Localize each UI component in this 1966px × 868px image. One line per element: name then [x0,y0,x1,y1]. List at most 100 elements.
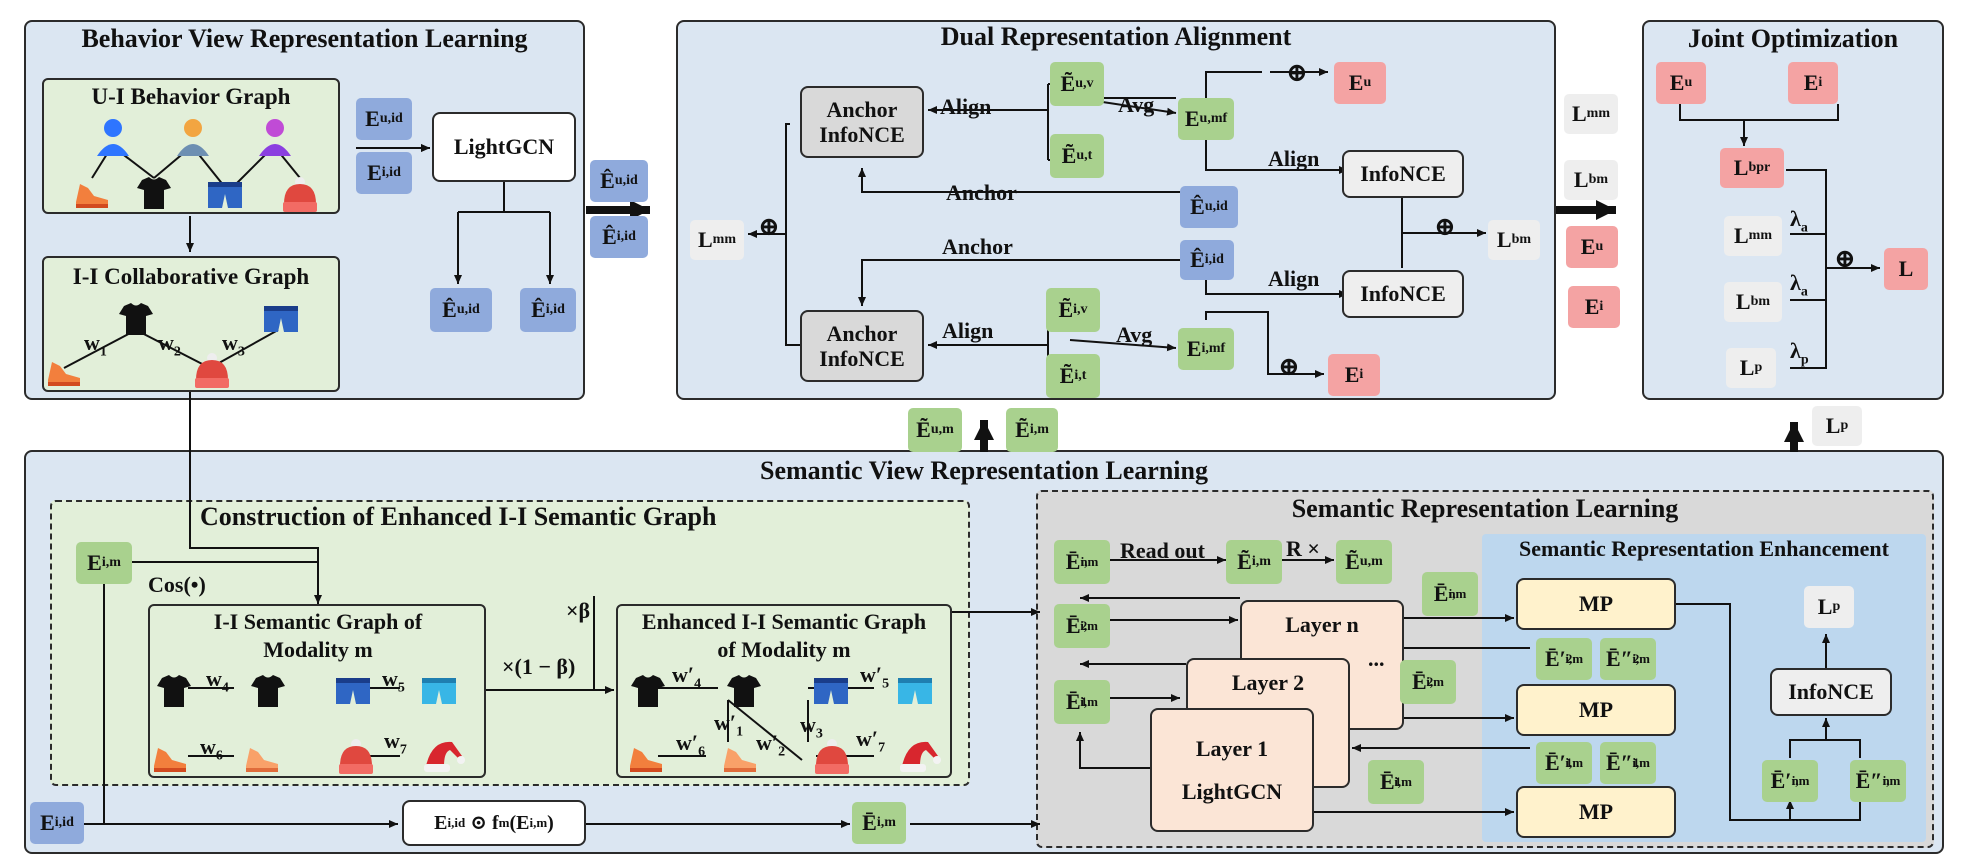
collab-weight-w2: w2 [158,330,181,360]
ssg-weight-w4: w4 [206,666,229,696]
label-ellipsis: ... [1368,646,1385,671]
esg-weight-w7p: w′7 [856,726,886,756]
lambda-a-2: λa [1790,270,1808,300]
oplus-dual-left: ⊕ [758,212,780,241]
ssg-box [148,604,486,778]
shorts-icon [336,678,370,704]
label-times-one-minus-beta: ×(1 − β) [502,654,576,679]
esg-weight-w2p: w′2 [756,730,786,760]
beanie-icon [815,739,849,774]
esg-weight-w1p: w′1 [714,710,744,740]
lightgcn-box: LightGCN [432,112,576,182]
panel-title-dual: Dual Representation Alignment [940,22,1292,51]
tshirt-icon [727,675,761,707]
ssg-weight-w6: w6 [200,734,223,764]
santa-hat-icon [900,741,941,772]
oplus-bottom-right: ⊕ [1278,352,1300,381]
label-read-out: Read out [1120,538,1205,563]
collab-weight-w3: w3 [222,330,245,360]
sneaker-icon [724,748,756,772]
oplus-joint: ⊕ [1834,244,1856,273]
ui-behavior-graph-title: U-I Behavior Graph [91,84,291,109]
panel-title-joint: Joint Optimization [1687,24,1899,53]
tshirt-icon [251,675,285,707]
label-align-infonce-top: Align [1268,146,1320,171]
santa-hat-icon [424,741,465,772]
anchor-infonce-bottom: Anchor InfoNCE [800,310,924,382]
sneaker-icon [246,748,278,772]
label-align-bottom: Align [942,318,994,343]
esg-weight-w4p: w′4 [672,662,702,692]
label-align-top: Align [940,94,992,119]
mp-box-bottom: MP [1516,786,1676,838]
swim-shorts-icon [422,678,456,704]
user-orange-icon [177,119,209,156]
sneaker-icon [76,184,108,208]
beanie-icon [339,739,373,774]
infonce-sre: InfoNCE [1770,668,1892,716]
shorts-icon [208,182,242,208]
label-avg-bottom: Avg [1116,322,1153,347]
esg-weight-w5p: w′5 [860,662,890,692]
sneaker-icon [48,362,80,386]
esg-box [616,604,952,778]
label-avg-top: Avg [1118,92,1155,117]
tshirt-icon [157,675,191,707]
ssg-weight-w5: w5 [382,666,405,696]
esg-title: Enhanced I-I Semantic Graph of Modality … [641,609,927,662]
tshirt-icon [119,303,153,335]
token-l-total: L [1884,248,1928,290]
lambda-p: λp [1790,338,1809,368]
sneaker-icon [630,748,662,772]
sneaker-icon [154,748,186,772]
ssg-weight-w7: w7 [384,728,407,758]
ii-collab-graph-title: I-I Collaborative Graph [72,264,310,289]
panel-title-semantic: Semantic View Representation Learning [760,456,1208,485]
collab-weight-w1: w1 [84,330,107,360]
oplus-top-right: ⊕ [1286,58,1308,87]
mp-box-middle: MP [1516,684,1676,736]
tshirt-icon [631,675,665,707]
panel-title-behavior: Behavior View Representation Learning [81,24,528,53]
anchor-infonce-top: Anchor InfoNCE [800,86,924,158]
label-anchor-top: Anchor [946,180,1017,205]
